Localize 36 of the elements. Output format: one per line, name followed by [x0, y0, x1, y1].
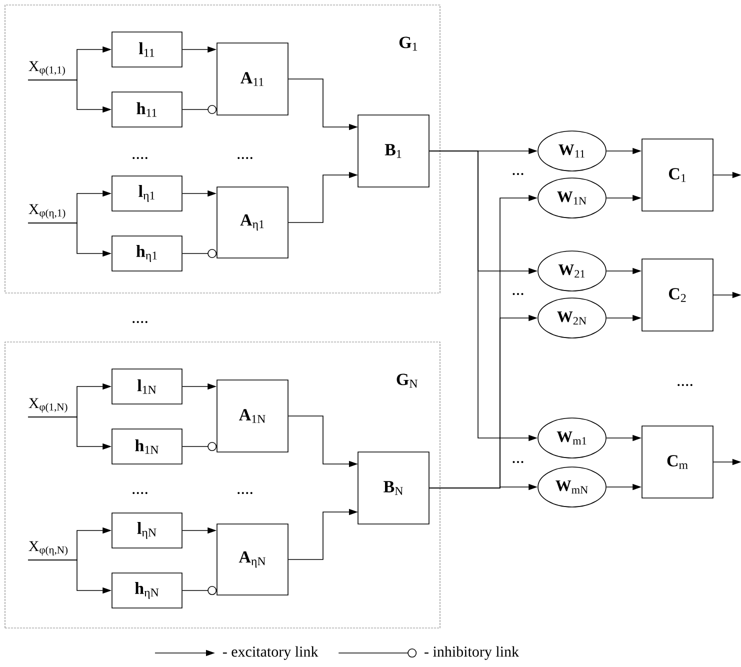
ellipsis: ...	[512, 293, 524, 295]
block-box: B$_{1}$	[358, 114, 430, 188]
inhibitory-link	[182, 105, 217, 114]
block-box: l$_{η1}$	[112, 176, 182, 212]
block-box: l$_{11}$	[112, 32, 182, 68]
block-box: C$_{1}$	[642, 138, 714, 212]
block-box: A$_{1N}$	[216, 380, 288, 452]
ellipsis: ....	[238, 157, 252, 159]
inhibitory-link	[182, 249, 217, 258]
block-box: l$_{ηN}$	[112, 512, 182, 548]
inhibitory-link	[182, 586, 217, 595]
block-box: h$_{11}$	[112, 92, 182, 128]
input-label: X$_{φ(η,1)}$	[28, 204, 66, 219]
ellipsis: ....	[132, 157, 148, 159]
ellipsis: ....	[132, 492, 148, 494]
ellipsis: ....	[678, 384, 692, 386]
block-box: A$_{ηN}$	[216, 524, 288, 596]
ellipsis: ...	[512, 461, 524, 463]
ellipsis: ....	[238, 492, 252, 494]
block-box: h$_{η1}$	[112, 236, 182, 272]
ellipsis: ....	[132, 321, 148, 323]
block-box: C$_{m}$	[642, 426, 714, 498]
input-label: X$_{φ(η,N)}$	[28, 541, 68, 556]
input-label: X$_{φ(1,N)}$	[28, 398, 68, 413]
block-box: A$_{η1}$	[216, 186, 288, 258]
inhibitory-link	[182, 442, 217, 451]
legend-text: - inhibitory link	[424, 646, 520, 660]
legend-text: - excitatory link	[222, 646, 318, 660]
block-box: l$_{1N}$	[112, 368, 182, 404]
block-box: B$_{N}$	[358, 452, 430, 524]
block-box: A$_{11}$	[216, 42, 288, 116]
block-box: h$_{ηN}$	[112, 572, 182, 608]
input-label: X$_{φ(1,1)}$	[28, 61, 65, 76]
block-box: h$_{1N}$	[112, 428, 182, 464]
block-box: C$_{2}$	[642, 258, 714, 332]
ellipsis: ...	[512, 173, 524, 175]
